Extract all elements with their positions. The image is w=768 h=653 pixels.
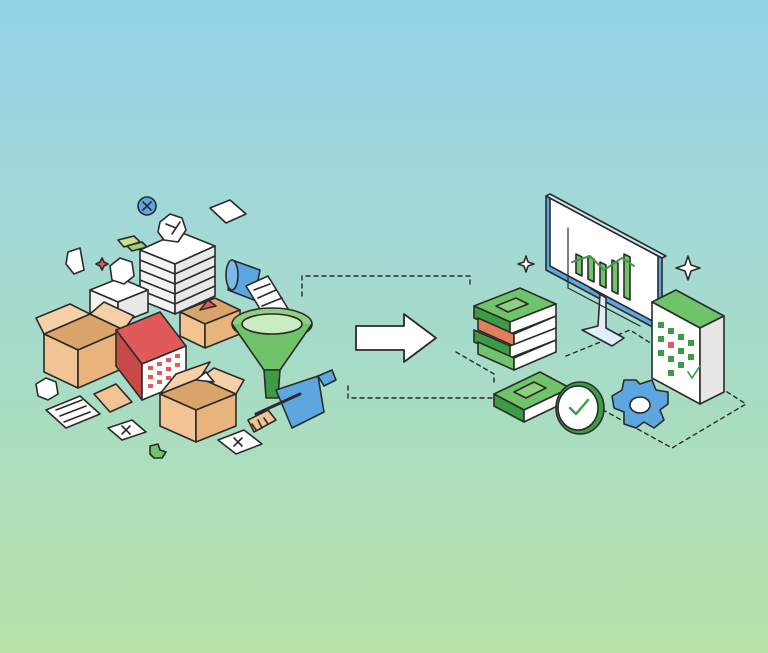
rejected-paper-icon	[107, 419, 147, 441]
loose-paper-icon	[209, 199, 247, 224]
x-circle-icon	[137, 196, 157, 216]
crumpled-paper-icon	[157, 213, 187, 243]
funnel-icon	[231, 307, 313, 399]
cardboard-box-icon	[159, 361, 245, 443]
sparkle-icon	[95, 257, 109, 271]
paper-stack-icon	[139, 231, 216, 315]
monitor-chart-icon	[545, 193, 667, 347]
crumpled-paper-icon	[35, 377, 59, 401]
puzzle-piece-icon	[149, 443, 167, 459]
book-stack-icon	[473, 287, 557, 371]
gear-icon	[611, 379, 669, 429]
receipt-icon	[65, 247, 85, 275]
dustpan-icon	[275, 369, 337, 429]
cardboard-box-icon	[35, 301, 135, 389]
document-icon	[45, 395, 101, 429]
sparkle-icon	[517, 255, 535, 273]
sparkle-icon	[675, 255, 701, 281]
rejected-paper-icon	[217, 429, 263, 455]
calendar-icon	[651, 289, 725, 405]
crumpled-paper-icon	[109, 257, 135, 285]
broom-icon	[247, 392, 302, 433]
sticky-notes-icon	[117, 235, 148, 252]
arrow-right-icon	[355, 313, 437, 363]
clock-check-icon	[555, 381, 605, 435]
document-icon	[93, 383, 133, 413]
